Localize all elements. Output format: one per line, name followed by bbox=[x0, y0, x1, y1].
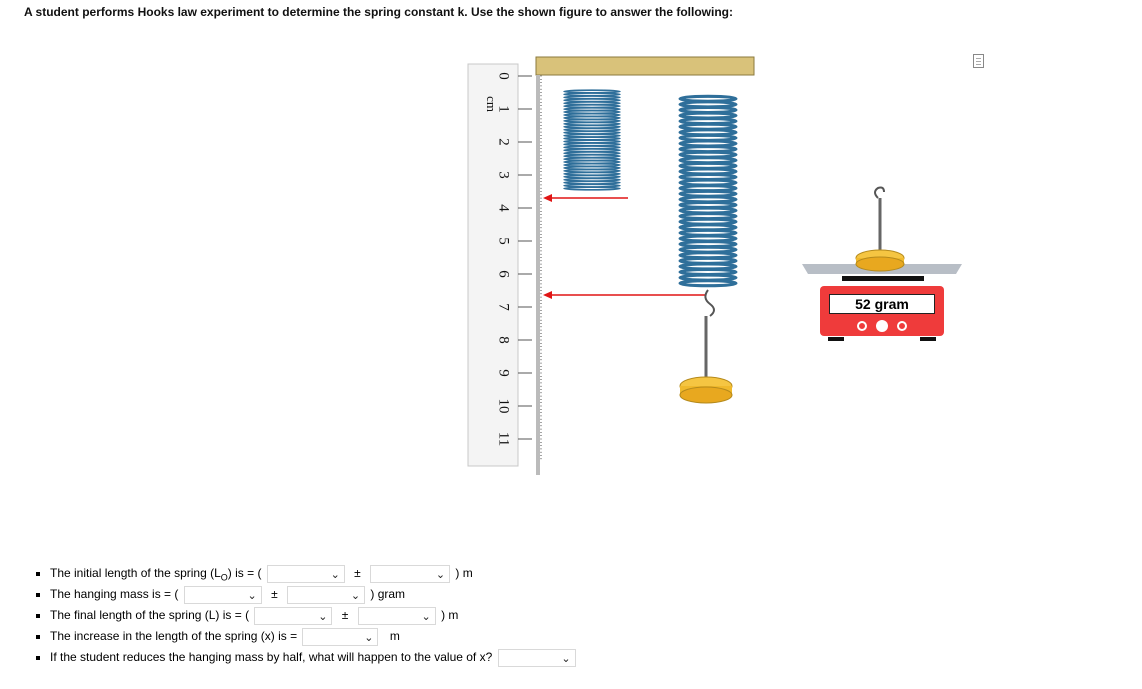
chevron-down-icon: ⌄ bbox=[421, 610, 431, 623]
item-text: ) is = ( bbox=[227, 566, 262, 580]
half-mass-effect-dropdown[interactable]: ⌄ bbox=[497, 648, 576, 667]
list-item: If the student reduces the hanging mass … bbox=[24, 647, 578, 668]
list-item: The hanging mass is = ( ⌄ ± ⌄ ) gram bbox=[24, 584, 578, 605]
ruler-tick-11: 11 bbox=[496, 432, 512, 446]
ruler-tick-8: 8 bbox=[496, 336, 512, 344]
item-unit: ) m bbox=[455, 566, 473, 580]
unstretched-spring bbox=[563, 89, 621, 191]
item-subscript: O bbox=[220, 572, 228, 583]
item-text: The increase in the length of the spring… bbox=[50, 629, 298, 643]
final-length-error-dropdown[interactable]: ⌄ bbox=[357, 606, 436, 625]
list-item: The final length of the spring (L) is = … bbox=[24, 605, 578, 626]
item-unit: m bbox=[389, 629, 400, 643]
stretched-spring bbox=[678, 94, 738, 288]
chevron-down-icon: ⌄ bbox=[330, 568, 340, 581]
ruler-tick-1: 1 bbox=[496, 105, 512, 113]
plus-minus-sign: ± bbox=[271, 587, 278, 601]
ruler-unit: cm bbox=[484, 96, 499, 112]
initial-length-dropdown[interactable]: ⌄ bbox=[266, 564, 345, 583]
ruler-tick-5: 5 bbox=[496, 237, 512, 245]
ruler-tick-6: 6 bbox=[496, 270, 512, 278]
item-text: The final length of the spring (L) is = … bbox=[50, 608, 250, 622]
ruler bbox=[467, 63, 519, 467]
initial-length-error-dropdown[interactable]: ⌄ bbox=[370, 564, 451, 583]
item-unit: ) m bbox=[441, 608, 459, 622]
ruler-tick-2: 2 bbox=[496, 138, 512, 146]
hanging-mass-dropdown[interactable]: ⌄ bbox=[183, 585, 262, 604]
chevron-down-icon: ⌄ bbox=[318, 610, 328, 623]
plus-minus-sign: ± bbox=[341, 608, 349, 622]
placeholder-icon bbox=[973, 54, 984, 68]
chevron-down-icon: ⌄ bbox=[561, 652, 571, 665]
ruler-tick-4: 4 bbox=[496, 204, 512, 212]
ruler-tick-10: 10 bbox=[496, 399, 512, 414]
scale-reading: 52 gram bbox=[829, 294, 935, 314]
scale-buttons bbox=[857, 320, 907, 332]
item-unit: ) gram bbox=[370, 587, 406, 601]
final-length-dropdown[interactable]: ⌄ bbox=[254, 606, 333, 625]
ruler-tick-3: 3 bbox=[496, 171, 512, 179]
ruler-tick-7: 7 bbox=[496, 303, 512, 311]
support-bar bbox=[535, 56, 755, 76]
hanging-mass-error-dropdown[interactable]: ⌄ bbox=[287, 585, 366, 604]
plus-minus-sign: ± bbox=[354, 566, 361, 580]
list-item: The increase in the length of the spring… bbox=[24, 626, 578, 647]
question-text: A student performs Hooks law experiment … bbox=[24, 5, 733, 19]
ruler-tick-0: 0 bbox=[496, 72, 512, 80]
digital-scale: 52 gram bbox=[820, 286, 944, 336]
chevron-down-icon: ⌄ bbox=[364, 631, 374, 644]
ruler-tick-9: 9 bbox=[496, 369, 512, 377]
length-increase-dropdown[interactable]: ⌄ bbox=[302, 627, 379, 646]
item-text: The initial length of the spring (L bbox=[50, 566, 221, 580]
item-text: The hanging mass is = ( bbox=[50, 587, 179, 601]
chevron-down-icon: ⌄ bbox=[247, 589, 257, 602]
chevron-down-icon: ⌄ bbox=[435, 568, 446, 581]
item-text: If the student reduces the hanging mass … bbox=[50, 650, 493, 664]
chevron-down-icon: ⌄ bbox=[350, 589, 361, 602]
list-item: The initial length of the spring (LO) is… bbox=[24, 563, 578, 584]
question-list: The initial length of the spring (LO) is… bbox=[24, 563, 578, 668]
